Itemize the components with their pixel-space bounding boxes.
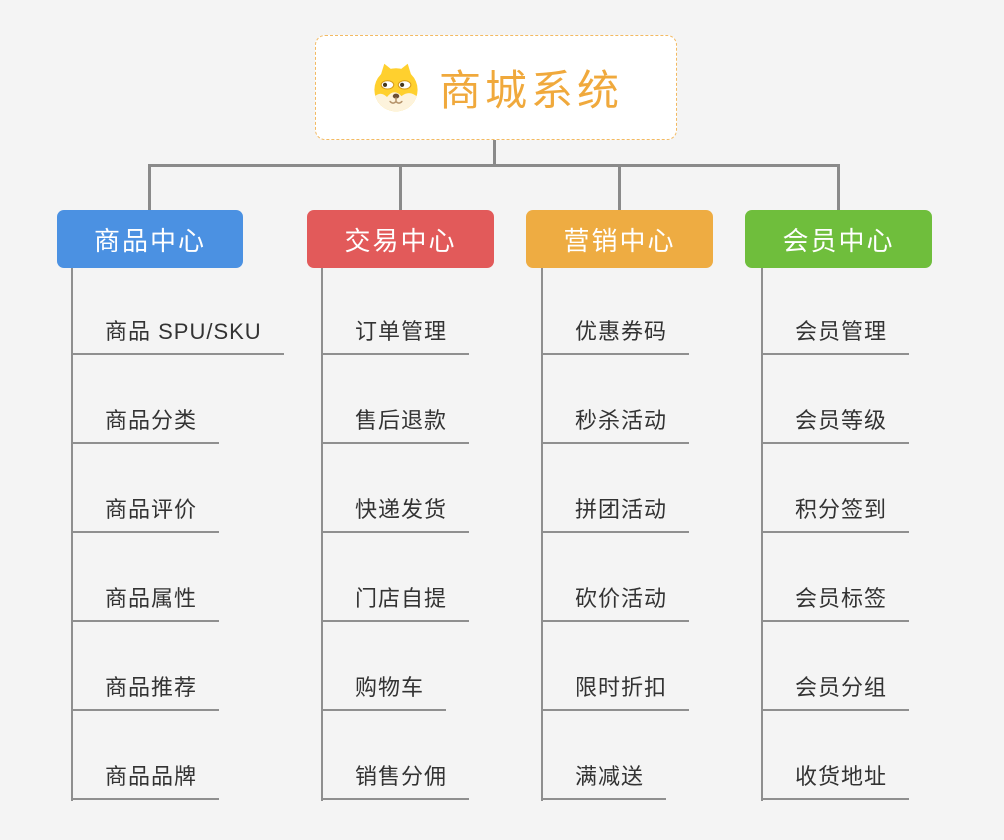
branch-label: 交易中心 (344, 225, 457, 256)
root-title: 商城系统 (438, 67, 623, 114)
node-item[interactable]: 限时折扣 (541, 675, 690, 711)
branch-header-members[interactable]: 会员中心 (745, 210, 932, 268)
node-item[interactable]: 会员等级 (761, 408, 910, 444)
branch-trunk-4 (761, 268, 763, 801)
node-item[interactable]: 商品推荐 (71, 675, 220, 711)
branch-label: 营销中心 (563, 225, 676, 256)
node-item[interactable]: 砍价活动 (541, 586, 690, 622)
connector-drop-3 (618, 164, 621, 211)
node-item[interactable]: 商品分类 (71, 408, 220, 444)
branch-label: 商品中心 (93, 225, 206, 256)
branch-trunk-3 (541, 268, 543, 801)
branch-header-products[interactable]: 商品中心 (57, 210, 243, 268)
connector-horizontal (148, 164, 840, 167)
node-item[interactable]: 积分签到 (761, 497, 910, 533)
dog-logo-icon (374, 63, 418, 111)
branch-trunk-2 (321, 268, 323, 801)
node-item[interactable]: 会员标签 (761, 586, 910, 622)
node-item[interactable]: 销售分佣 (321, 764, 470, 800)
node-item[interactable]: 会员分组 (761, 675, 910, 711)
node-item[interactable]: 快递发货 (321, 497, 470, 533)
node-item[interactable]: 收货地址 (761, 764, 910, 800)
node-item[interactable]: 商品评价 (71, 497, 220, 533)
connector-drop-2 (399, 164, 402, 211)
node-item[interactable]: 秒杀活动 (541, 408, 690, 444)
branch-trunk-1 (71, 268, 73, 801)
node-item[interactable]: 购物车 (321, 675, 447, 711)
node-item[interactable]: 门店自提 (321, 586, 470, 622)
node-item[interactable]: 拼团活动 (541, 497, 690, 533)
node-item[interactable]: 优惠券码 (541, 319, 690, 355)
node-item[interactable]: 商品属性 (71, 586, 220, 622)
node-item[interactable]: 订单管理 (321, 319, 470, 355)
connector-drop-4 (837, 164, 840, 211)
node-item[interactable]: 会员管理 (761, 319, 910, 355)
connector-drop-1 (148, 164, 151, 211)
branch-label: 会员中心 (782, 225, 895, 256)
branch-header-marketing[interactable]: 营销中心 (526, 210, 713, 268)
node-item[interactable]: 售后退款 (321, 408, 470, 444)
branch-header-trade[interactable]: 交易中心 (307, 210, 494, 268)
root-node[interactable]: 商城系统 (315, 35, 677, 140)
node-item[interactable]: 商品品牌 (71, 764, 220, 800)
node-item[interactable]: 满减送 (541, 764, 667, 800)
node-item[interactable]: 商品 SPU/SKU (71, 319, 284, 355)
connector-root-stub (493, 140, 496, 166)
